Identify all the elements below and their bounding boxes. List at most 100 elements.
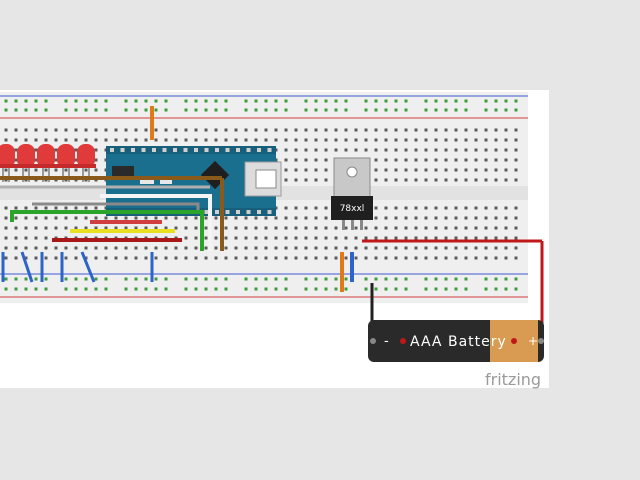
grid-hole [144, 226, 148, 230]
grid-hole [414, 128, 418, 132]
grid-hole [294, 256, 298, 260]
rail-hole [64, 287, 68, 291]
aaa-battery[interactable]: - AAA Battery + [368, 320, 548, 362]
grid-hole [494, 256, 498, 260]
grid-hole [254, 256, 258, 260]
grid-hole [504, 216, 508, 220]
grid-hole [394, 168, 398, 172]
rail-hole [44, 108, 48, 112]
grid-hole [414, 178, 418, 182]
grid-hole [304, 236, 308, 240]
grid-hole [434, 216, 438, 220]
grid-hole [454, 226, 458, 230]
grid-hole [224, 226, 228, 230]
grid-hole [94, 138, 98, 142]
rail-hole [74, 108, 78, 112]
rail-hole [454, 277, 458, 281]
rail-hole [344, 99, 348, 103]
grid-hole [104, 256, 108, 260]
grid-hole [324, 226, 328, 230]
grid-hole [304, 148, 308, 152]
grid-hole [354, 236, 358, 240]
grid-hole [444, 168, 448, 172]
grid-hole [184, 128, 188, 132]
rail-hole [164, 277, 168, 281]
rail-hole [274, 108, 278, 112]
grid-hole [334, 256, 338, 260]
grid-hole [484, 158, 488, 162]
led-base [16, 164, 36, 168]
grid-hole [164, 128, 168, 132]
grid-hole [394, 226, 398, 230]
wire-green [10, 210, 204, 251]
grid-hole [254, 216, 258, 220]
grid-hole [54, 158, 58, 162]
grid-hole [484, 256, 488, 260]
grid-hole [344, 236, 348, 240]
grid-hole [424, 158, 428, 162]
grid-hole [404, 178, 408, 182]
grid-hole [244, 226, 248, 230]
rail-hole [394, 287, 398, 291]
grid-hole [264, 236, 268, 240]
grid-hole [24, 256, 28, 260]
rail-hole [334, 287, 338, 291]
grid-hole [194, 128, 198, 132]
grid-hole [444, 206, 448, 210]
grid-hole [494, 226, 498, 230]
grid-hole [264, 138, 268, 142]
grid-hole [324, 236, 328, 240]
wire-blue-2 [20, 251, 34, 283]
grid-hole [414, 138, 418, 142]
grid-hole [384, 256, 388, 260]
grid-hole [184, 216, 188, 220]
grid-hole [224, 236, 228, 240]
grid-hole [24, 206, 28, 210]
grid-hole [104, 216, 108, 220]
grid-hole [284, 138, 288, 142]
grid-hole [124, 226, 128, 230]
grid-hole [314, 158, 318, 162]
rail-hole [434, 108, 438, 112]
rail-hole [394, 277, 398, 281]
grid-hole [374, 206, 378, 210]
rail-hole [404, 108, 408, 112]
grid-hole [434, 128, 438, 132]
grid-hole [464, 206, 468, 210]
grid-hole [484, 168, 488, 172]
grid-hole [74, 138, 78, 142]
grid-hole [494, 158, 498, 162]
grid-hole [404, 138, 408, 142]
wire-blue-5 [80, 251, 96, 283]
grid-hole [424, 246, 428, 250]
grid-hole [154, 256, 158, 260]
grid-hole [424, 216, 428, 220]
voltage-regulator[interactable]: 78xxl [331, 157, 373, 230]
grid-hole [444, 246, 448, 250]
grid-hole [374, 128, 378, 132]
rail-hole [14, 277, 18, 281]
grid-hole [244, 138, 248, 142]
grid-hole [514, 206, 518, 210]
rail-hole [14, 99, 18, 103]
grid-hole [74, 246, 78, 250]
rail-hole [514, 99, 518, 103]
rail-hole [304, 287, 308, 291]
grid-hole [394, 148, 398, 152]
grid-hole [374, 236, 378, 240]
grid-hole [204, 246, 208, 250]
grid-hole [314, 148, 318, 152]
grid-hole [264, 246, 268, 250]
grid-hole [194, 236, 198, 240]
grid-hole [84, 138, 88, 142]
rail-hole [74, 277, 78, 281]
grid-hole [304, 158, 308, 162]
grid-hole [464, 178, 468, 182]
rail-hole [364, 99, 368, 103]
grid-hole [174, 226, 178, 230]
grid-hole [64, 168, 68, 172]
grid-hole [324, 138, 328, 142]
grid-hole [274, 128, 278, 132]
grid-hole [194, 246, 198, 250]
rail-hole [94, 287, 98, 291]
